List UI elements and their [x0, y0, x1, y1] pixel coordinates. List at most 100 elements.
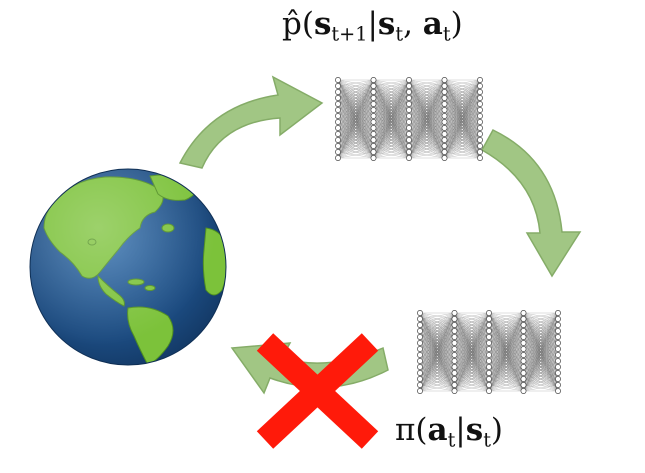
- network-edge: [408, 79, 445, 147]
- network-node: [370, 155, 377, 161]
- network-node: [417, 316, 423, 322]
- network-node: [555, 346, 561, 352]
- network-node: [451, 376, 458, 382]
- network-edge: [454, 312, 490, 320]
- network-edge: [444, 103, 481, 159]
- network-edge: [523, 342, 559, 392]
- network-edge: [419, 348, 455, 392]
- network-node: [417, 364, 423, 370]
- network-node: [441, 137, 448, 143]
- network-node: [486, 346, 492, 352]
- network-node: [370, 89, 377, 95]
- network-edge: [373, 103, 410, 159]
- network-edge: [408, 79, 445, 141]
- network-edge: [337, 79, 374, 99]
- network-node: [555, 370, 561, 376]
- network-node: [477, 89, 483, 95]
- network-edge: [523, 312, 559, 356]
- network-node: [486, 334, 492, 340]
- network-edge: [444, 79, 481, 135]
- next-state-symbol: s: [313, 6, 332, 42]
- network-edge: [419, 312, 455, 374]
- network-edge: [523, 378, 559, 392]
- close-paren: ): [450, 6, 463, 42]
- network-node: [486, 388, 492, 394]
- network-node: [417, 310, 423, 316]
- network-edge: [488, 312, 524, 362]
- network-edge: [523, 360, 559, 392]
- given-bar: |: [367, 6, 378, 42]
- network-node: [335, 125, 341, 131]
- network-node: [520, 364, 527, 370]
- network-node: [555, 334, 561, 340]
- network-node: [406, 113, 412, 119]
- network-node: [406, 143, 412, 149]
- network-node: [370, 77, 377, 83]
- open-paren: (: [301, 6, 314, 42]
- network-edge: [408, 139, 445, 159]
- network-node: [441, 149, 448, 155]
- network-node: [486, 316, 492, 322]
- network-node: [486, 322, 492, 328]
- network-edge: [523, 330, 559, 392]
- network-edge: [373, 79, 410, 111]
- network-node: [441, 113, 448, 119]
- network-edge: [523, 312, 559, 320]
- network-node: [451, 316, 458, 322]
- network-edge: [373, 145, 410, 159]
- network-node: [441, 131, 448, 137]
- network-node: [441, 83, 448, 89]
- network-node: [335, 143, 341, 149]
- network-edge: [337, 121, 374, 159]
- network-edge: [337, 79, 374, 135]
- network-edge: [408, 127, 445, 159]
- network-edge: [419, 318, 455, 392]
- network-edge: [454, 312, 490, 386]
- arrow-model-to-policy: [480, 129, 582, 278]
- network-node: [451, 322, 458, 328]
- network-edge: [523, 312, 559, 380]
- network-edge: [337, 103, 374, 159]
- network-edge: [488, 342, 524, 392]
- network-edge: [444, 79, 481, 129]
- network-edge: [373, 79, 410, 99]
- network-node: [486, 358, 492, 364]
- network-edge: [444, 145, 481, 159]
- action-subscript: t: [447, 428, 456, 452]
- network-edge: [523, 312, 559, 332]
- network-edge: [523, 312, 559, 326]
- network-node: [486, 382, 492, 388]
- network-edge: [373, 79, 410, 117]
- network-node: [335, 149, 341, 155]
- network-node: [555, 310, 561, 316]
- network-node: [406, 155, 412, 161]
- network-edge: [408, 91, 445, 159]
- network-edge: [408, 103, 445, 159]
- network-node: [370, 119, 377, 125]
- network-edge: [523, 312, 559, 386]
- network-edge: [419, 360, 455, 392]
- network-edge: [444, 97, 481, 159]
- network-node: [441, 77, 448, 83]
- network-node: [520, 376, 527, 382]
- network-node: [370, 95, 377, 101]
- network-edge: [337, 79, 374, 141]
- network-edge: [419, 378, 455, 392]
- network-edge: [408, 79, 445, 129]
- network-edge: [373, 115, 410, 159]
- network-edge: [408, 79, 445, 159]
- network-edge: [523, 348, 559, 392]
- network-edge: [337, 85, 374, 159]
- network-node: [555, 340, 561, 346]
- network-node: [486, 352, 492, 358]
- network-edge: [419, 324, 455, 392]
- network-edge: [454, 354, 490, 392]
- network-node: [451, 346, 458, 352]
- network-edge: [444, 79, 481, 111]
- network-edge: [488, 312, 524, 350]
- network-edge: [488, 354, 524, 392]
- network-node: [555, 376, 561, 382]
- network-node: [406, 101, 412, 107]
- network-node: [520, 334, 527, 340]
